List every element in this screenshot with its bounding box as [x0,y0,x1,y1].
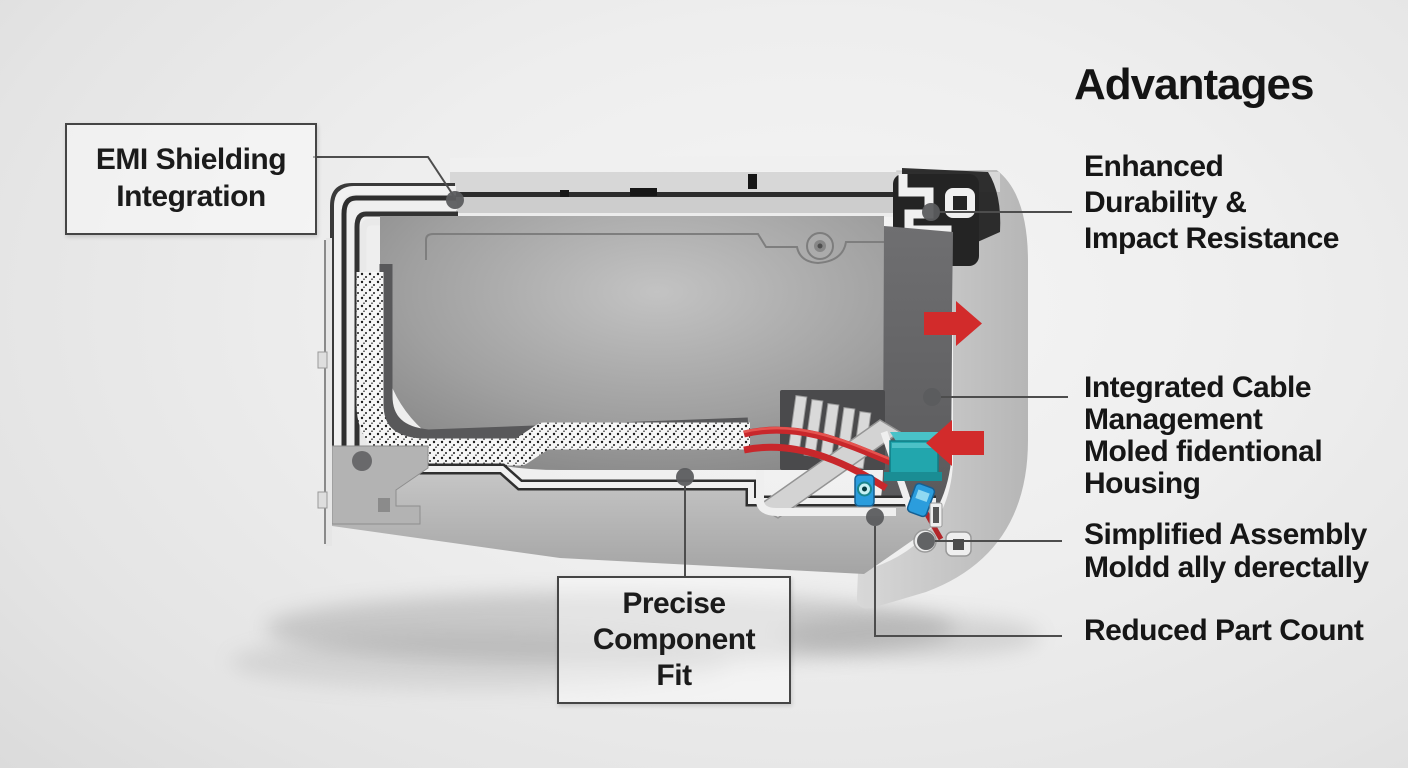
cable-channel [756,470,896,516]
callout-dot-simplified [917,532,935,550]
advantage-simplified-assembly: Simplified Assembly Moldd ally derectall… [1084,518,1369,584]
inner-panel [425,232,884,265]
precise-fit-label: Precise Component Fit [592,587,756,692]
emi-shielding-gasket [356,272,750,466]
left-cut-edge [317,238,332,546]
mounting-foot [331,445,429,525]
callout-dot-durability [922,203,940,221]
leader-emi-shielding [313,156,456,199]
arrow-left-icon [926,420,984,466]
internal-components [743,390,944,541]
lid-vent-notch [630,188,657,196]
precise-fit-label-box: Precise Component Fit [557,576,791,704]
advantages-heading: Advantages [1074,60,1314,109]
housing-base [332,463,936,574]
left-laminated-wall [330,183,459,526]
emi-shielding-label: EMI Shielding Integration [95,143,287,213]
leader-reduced-part-count [874,526,1062,637]
connector-blue-round [854,474,875,507]
lid-vent-notch [560,190,569,197]
leader-lines [313,156,1072,637]
top-lid [450,155,1002,217]
connector-blue-plug [906,482,936,518]
direction-arrows [924,301,984,466]
advantage-enhanced-durability: Enhanced Durability & Impact Resistance [1084,150,1339,255]
emi-shielding-label-box: EMI Shielding Integration [65,123,317,235]
advantage-reduced-part-count: Reduced Part Count [1084,614,1364,647]
inner-right-wall [842,226,953,569]
callout-dot-precise [676,468,694,486]
outer-shell-rim [856,156,1028,609]
advantage-integrated-cable: Integrated Cable Management [1084,371,1312,436]
callout-dots [446,191,941,550]
molded-tray [379,264,749,443]
lid-vent-notch [748,174,757,189]
arrow-right-icon [924,301,982,346]
foot-hole [352,451,372,471]
interior-cavity [380,216,884,470]
callout-dot-emi [446,191,464,209]
callout-dot-reduced [866,508,884,526]
advantage-molded-housing: Moled fidentional Housing [1084,435,1323,500]
callout-dot-cable [923,388,941,406]
